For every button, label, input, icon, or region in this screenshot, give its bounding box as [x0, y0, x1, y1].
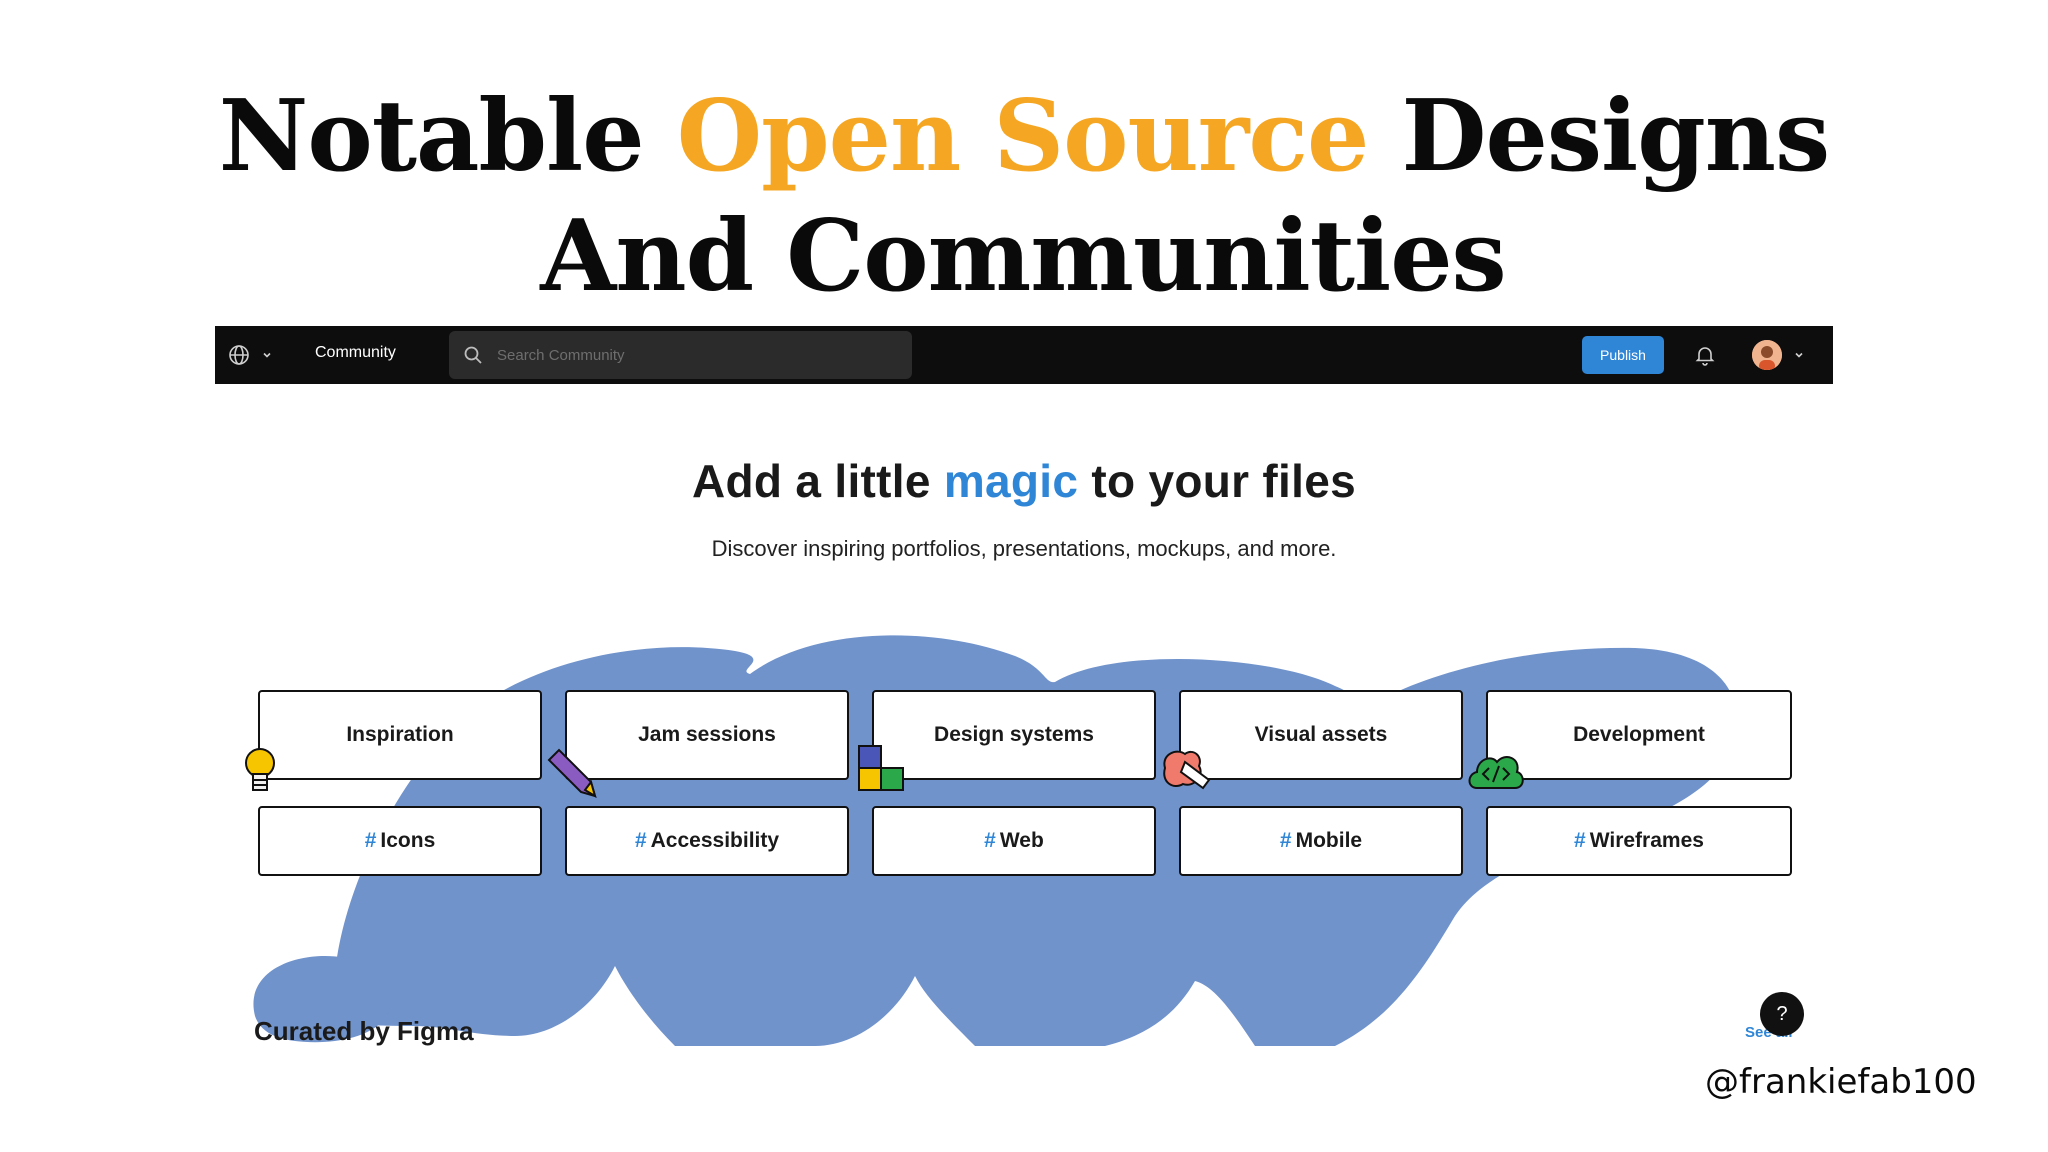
search-bar[interactable] [449, 331, 912, 379]
help-button[interactable]: ? [1760, 992, 1804, 1036]
tag-icons[interactable]: #Icons [258, 806, 542, 876]
hero-title-accent: magic [943, 455, 1079, 507]
community-screenshot: Community Publish Add a little magic to … [215, 326, 1833, 1152]
headline-line-1: Notable Open Source Designs [0, 88, 2048, 186]
top-navbar: Community Publish [215, 326, 1833, 384]
headline-pre: Notable [218, 79, 677, 194]
globe-icon[interactable] [227, 343, 251, 367]
tag-label: Icons [380, 829, 436, 852]
bell-icon[interactable] [1693, 343, 1717, 367]
tag-label: Web [999, 829, 1044, 852]
tag-wireframes[interactable]: #Wireframes [1486, 806, 1792, 876]
hero-title: Add a little magic to your files [215, 454, 1833, 508]
avatar-image [1752, 340, 1782, 370]
pen-tool-icon [1163, 750, 1211, 790]
category-label: Design systems [934, 723, 1094, 746]
author-handle: @frankiefab100 [1705, 1062, 1977, 1102]
category-inspiration[interactable]: Inspiration [258, 690, 542, 780]
hero-title-post: to your files [1078, 455, 1356, 507]
hash-symbol: # [1279, 829, 1292, 852]
tag-label: Wireframes [1589, 829, 1704, 852]
tag-label: Mobile [1295, 829, 1363, 852]
category-label: Jam sessions [638, 723, 776, 746]
hash-symbol: # [364, 829, 377, 852]
section-title-curated: Curated by Figma [254, 1016, 474, 1046]
code-cloud-icon [1468, 756, 1524, 789]
category-design-systems[interactable]: Design systems [872, 690, 1156, 780]
pencil-icon [547, 748, 597, 798]
headline-line-2: And Communities [540, 199, 1506, 314]
avatar[interactable] [1752, 340, 1782, 370]
hash-symbol: # [1574, 829, 1586, 852]
hero-title-pre: Add a little [692, 455, 944, 507]
headline-accent: Open Source [676, 79, 1370, 194]
search-input[interactable] [497, 343, 897, 367]
headline-post: Designs [1368, 79, 1831, 194]
chevron-down-icon[interactable] [261, 349, 273, 361]
category-jam-sessions[interactable]: Jam sessions [565, 690, 849, 780]
category-visual-assets[interactable]: Visual assets [1179, 690, 1463, 780]
blocks-icon [858, 745, 904, 791]
category-label: Inspiration [346, 723, 454, 746]
tag-mobile[interactable]: #Mobile [1179, 806, 1463, 876]
search-icon [464, 346, 482, 364]
hero-subtitle: Discover inspiring portfolios, presentat… [711, 536, 1337, 561]
nav-community-link[interactable]: Community [315, 344, 396, 361]
tag-web[interactable]: #Web [872, 806, 1156, 876]
category-label: Development [1573, 723, 1705, 746]
hash-symbol: # [634, 829, 647, 852]
category-development[interactable]: Development [1486, 690, 1792, 780]
tag-accessibility[interactable]: #Accessibility [565, 806, 849, 876]
lightbulb-icon [245, 748, 275, 791]
hash-symbol: # [984, 829, 996, 852]
category-label: Visual assets [1254, 723, 1388, 746]
publish-button[interactable]: Publish [1582, 336, 1664, 374]
chevron-down-icon[interactable] [1793, 349, 1805, 361]
tag-label: Accessibility [650, 829, 780, 852]
